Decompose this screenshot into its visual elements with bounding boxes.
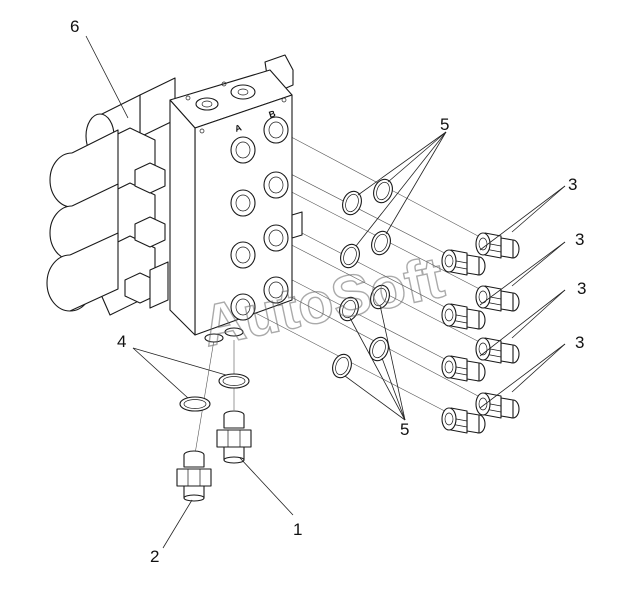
bottom-seals	[179, 373, 250, 412]
solenoid-coils	[46, 54, 294, 316]
callout-5-top: 5	[440, 115, 449, 134]
callout-2: 2	[150, 547, 159, 566]
callout-3-c: 3	[577, 279, 586, 298]
callout-1: 1	[293, 520, 302, 539]
callout-3-b: 3	[575, 230, 584, 249]
port-mark-b: B	[268, 108, 278, 120]
callout-6: 6	[70, 17, 79, 36]
port-fitting	[441, 249, 486, 276]
port-fitting	[475, 232, 520, 259]
port-fitting	[441, 303, 486, 330]
callout-3-d: 3	[575, 333, 584, 352]
callout-3-a: 3	[568, 175, 577, 194]
valve-block: A B	[169, 69, 303, 343]
port-fitting	[441, 355, 486, 382]
port-fittings	[441, 232, 520, 434]
bottom-fittings	[176, 410, 252, 502]
port-fitting	[475, 285, 520, 312]
port-fitting	[475, 392, 520, 419]
port-mark-a: A	[234, 122, 244, 134]
o-rings	[332, 178, 393, 379]
callout-4: 4	[117, 332, 126, 351]
leader-lines	[85, 35, 566, 549]
callout-labels: 6 5 5 3 3 3 3 4 1 2	[70, 17, 586, 566]
port-fitting	[441, 407, 486, 434]
port-fitting	[475, 337, 520, 364]
callout-5-bottom: 5	[400, 420, 409, 439]
